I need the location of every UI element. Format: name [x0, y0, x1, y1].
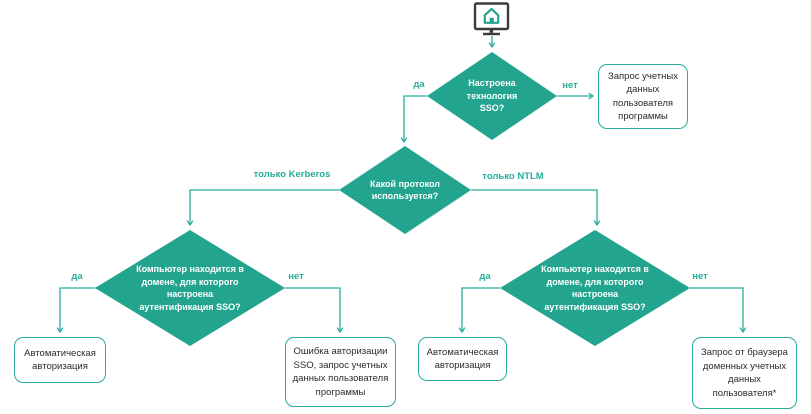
edge-label-kerberos: только Kerberos [253, 169, 331, 180]
result-auto-auth-ntlm-text: Автоматическая авторизация [426, 346, 499, 372]
edge-kerberos-domain-no [285, 287, 340, 332]
result-sso-error: Ошибка авторизации SSO, запрос учетных д… [285, 337, 396, 407]
decision-sso-configured-text: Настроена технология SSO? [466, 78, 518, 114]
result-sso-error-text: Ошибка авторизации SSO, запрос учетных д… [292, 346, 389, 398]
edge-protocol-kerberos [190, 189, 339, 225]
decision-domain-ntlm-text: Компьютер находится в домене, для которо… [541, 264, 649, 312]
result-auto-auth-ntlm: Автоматическая авторизация [418, 337, 507, 381]
edge-ntlm-domain-yes [462, 287, 500, 332]
decision-domain-kerberos-text: Компьютер находится в домене, для которо… [136, 264, 244, 312]
decision-protocol-text: Какой протокол используется? [370, 178, 440, 202]
edge-kerberos-domain-yes [60, 287, 95, 332]
edge-label-kerberos-domain-no: нет [288, 271, 304, 282]
edge-label-sso-no: нет [562, 80, 578, 91]
edge-label-ntlm-domain-no: нет [692, 271, 708, 282]
edge-sso-yes [404, 95, 427, 142]
edge-label-ntlm-domain-yes: да [479, 271, 491, 282]
result-browser-credentials-text: Запрос от браузера доменных учетных данн… [701, 347, 788, 399]
result-auto-auth-kerberos: Автоматическая авторизация [14, 337, 106, 383]
edge-label-ntlm: только NTLM [482, 171, 544, 182]
computer-home-icon [473, 2, 510, 36]
result-app-credentials-text: Запрос учетных данных пользователя прогр… [608, 70, 678, 123]
result-browser-credentials: Запрос от браузера доменных учетных данн… [692, 337, 797, 409]
result-auto-auth-kerberos-text: Автоматическая авторизация [24, 347, 96, 373]
result-app-credentials: Запрос учетных данных пользователя прогр… [598, 64, 688, 129]
edge-label-kerberos-domain-yes: да [71, 271, 83, 282]
edge-ntlm-domain-no [690, 287, 743, 332]
edge-protocol-ntlm [471, 189, 597, 225]
edge-label-sso-yes: да [413, 79, 425, 90]
